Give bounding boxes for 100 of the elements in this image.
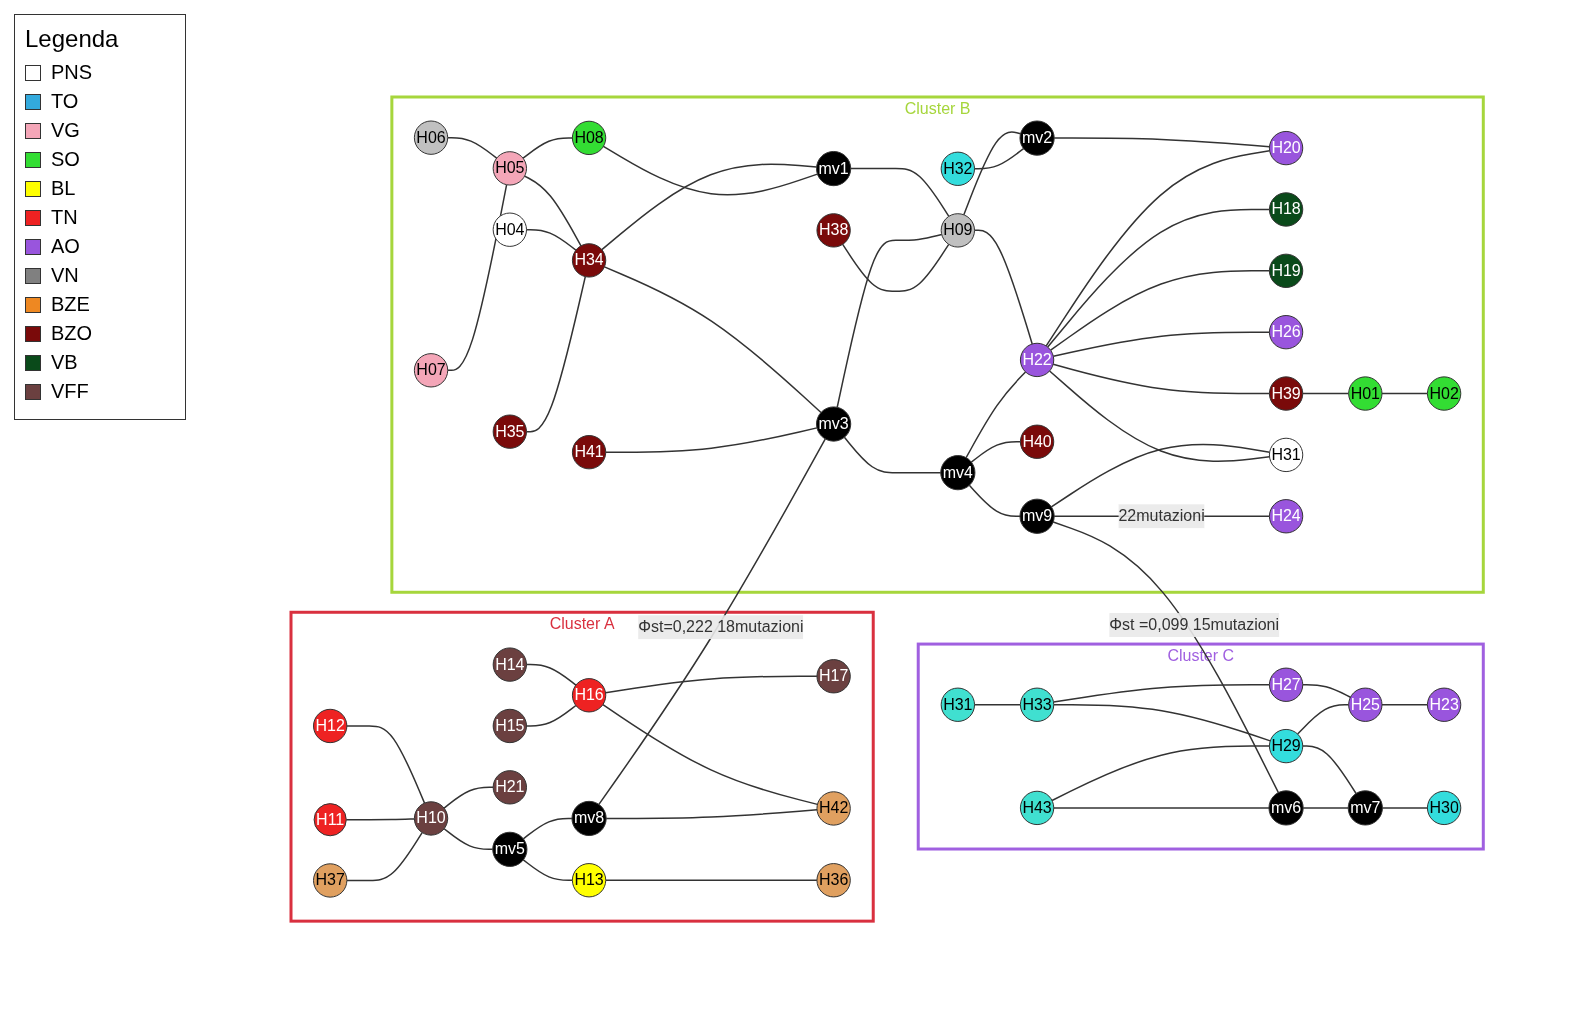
legend-label: TN bbox=[51, 206, 78, 229]
connector bbox=[525, 228, 577, 251]
legend-label: BZO bbox=[51, 322, 93, 345]
edge-label: Φst =0,099 15mutazioni bbox=[1109, 616, 1279, 634]
connector bbox=[1381, 392, 1429, 395]
node-circle: H08 bbox=[571, 120, 607, 155]
connector bbox=[1301, 392, 1350, 395]
connector bbox=[523, 175, 582, 247]
legend-label: VFF bbox=[51, 380, 89, 403]
connector bbox=[1050, 443, 1271, 508]
node-circle: H15 bbox=[492, 708, 527, 744]
node-circle: H02 bbox=[1426, 376, 1462, 411]
legend-label: BL bbox=[51, 177, 76, 200]
node-circle: H26 bbox=[1268, 314, 1304, 350]
node-circle: H31 bbox=[1268, 437, 1304, 472]
node-circle: mv4 bbox=[940, 454, 976, 491]
connector bbox=[446, 183, 508, 371]
connector bbox=[841, 243, 950, 292]
connector bbox=[1052, 683, 1270, 703]
connector bbox=[849, 167, 950, 217]
node-circle: H05 bbox=[492, 151, 527, 186]
node-circle: H40 bbox=[1019, 424, 1055, 459]
connector bbox=[1052, 807, 1270, 809]
connector bbox=[1049, 270, 1270, 351]
connector bbox=[1302, 807, 1349, 809]
connector bbox=[602, 145, 818, 196]
node-circle: H06 bbox=[413, 120, 449, 155]
connector bbox=[345, 725, 426, 804]
node-circle: mv3 bbox=[815, 406, 852, 442]
connector bbox=[1052, 703, 1271, 742]
node-circle: H30 bbox=[1426, 790, 1462, 825]
connector bbox=[604, 427, 818, 453]
connector bbox=[345, 818, 415, 821]
node-circle: H24 bbox=[1268, 499, 1304, 534]
node-circle: mv8 bbox=[571, 800, 607, 836]
legend-label: VB bbox=[51, 351, 78, 374]
node-circle: mv7 bbox=[1347, 790, 1383, 826]
node-circle: mv1 bbox=[815, 150, 852, 187]
legend-label: PNS bbox=[51, 61, 93, 84]
node-circle: mv2 bbox=[1019, 120, 1055, 156]
legend-label: VN bbox=[51, 264, 79, 287]
connector bbox=[1051, 745, 1270, 802]
connector bbox=[973, 229, 1033, 345]
connector bbox=[965, 371, 1027, 459]
node-circle: H38 bbox=[816, 213, 851, 248]
node-circle: H36 bbox=[816, 863, 851, 898]
connector bbox=[602, 703, 819, 806]
legend-label: BZE bbox=[51, 293, 90, 316]
node-circle: mv9 bbox=[1019, 498, 1055, 534]
node-circle: H12 bbox=[312, 708, 348, 744]
node-circle: H29 bbox=[1268, 728, 1304, 764]
connector bbox=[1301, 745, 1357, 795]
node-circle: H27 bbox=[1268, 667, 1304, 702]
connector bbox=[604, 675, 818, 694]
node-circle: H33 bbox=[1019, 687, 1055, 722]
node-circle: H35 bbox=[492, 414, 527, 449]
node-circle: H39 bbox=[1268, 376, 1304, 411]
node-circle: H31 bbox=[940, 687, 975, 722]
connector bbox=[525, 663, 577, 686]
connector bbox=[962, 131, 1022, 216]
node-circle: H43 bbox=[1019, 790, 1055, 825]
connector bbox=[443, 827, 494, 850]
connector bbox=[522, 817, 573, 840]
connector bbox=[605, 809, 818, 820]
node-circle: H41 bbox=[571, 434, 607, 470]
connector bbox=[522, 859, 573, 881]
node-circle: H16 bbox=[571, 678, 607, 713]
connector bbox=[1052, 331, 1270, 357]
node-circle: H42 bbox=[816, 791, 851, 826]
connector bbox=[446, 136, 498, 159]
connector bbox=[345, 831, 423, 882]
node-circle: H04 bbox=[492, 212, 527, 247]
node-circle: mv5 bbox=[492, 831, 528, 867]
connector bbox=[1048, 370, 1271, 462]
node-circle: H17 bbox=[816, 659, 851, 694]
edge-label: 22mutazioni bbox=[1118, 507, 1205, 525]
connector bbox=[1296, 703, 1350, 735]
connector bbox=[1053, 137, 1271, 148]
node-circle: H34 bbox=[571, 243, 607, 278]
legend-title: Legenda bbox=[25, 25, 120, 53]
legend-label: VG bbox=[51, 119, 80, 142]
node-circle: H23 bbox=[1426, 687, 1462, 722]
node-circle: H13 bbox=[571, 863, 607, 898]
connector bbox=[1381, 807, 1429, 809]
legend-label: SO bbox=[51, 148, 80, 171]
node-circle: H25 bbox=[1348, 687, 1383, 722]
connector bbox=[1046, 208, 1270, 348]
node-circle: H19 bbox=[1268, 253, 1304, 288]
node-circle: H09 bbox=[940, 213, 975, 248]
connector bbox=[973, 703, 1021, 706]
connector bbox=[843, 436, 942, 474]
connector bbox=[525, 275, 586, 433]
connector bbox=[522, 137, 573, 159]
connector bbox=[970, 440, 1021, 463]
node-circle: H18 bbox=[1268, 192, 1304, 227]
connector bbox=[836, 233, 943, 408]
legend-label: AO bbox=[51, 235, 80, 258]
connector bbox=[1045, 150, 1271, 347]
connector bbox=[973, 147, 1025, 170]
node-circle: H32 bbox=[940, 151, 975, 186]
